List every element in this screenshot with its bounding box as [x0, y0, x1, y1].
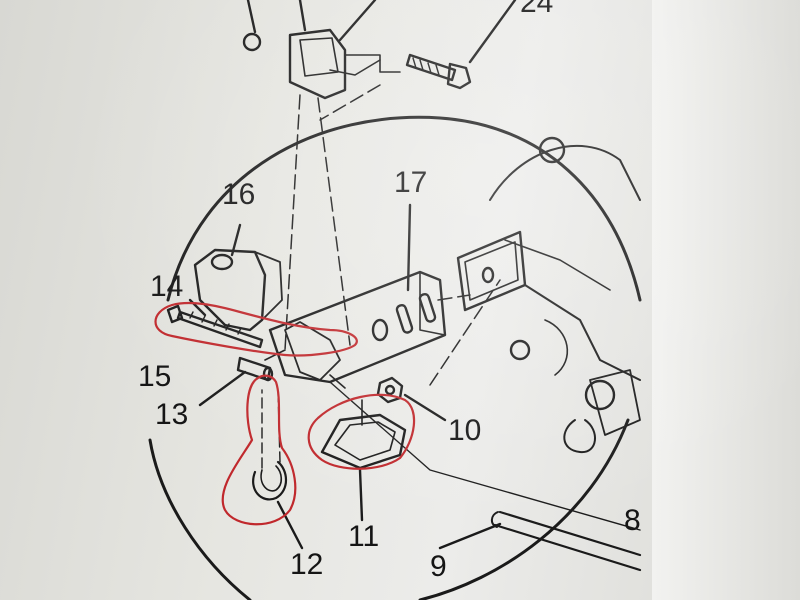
rod-9: [329, 381, 642, 572]
callout-17: 17: [394, 166, 428, 199]
frame-crossmember: [456, 136, 641, 454]
callout-14: 14: [150, 270, 184, 303]
alignment-lines: [284, 84, 501, 386]
bolt-24: [405, 0, 517, 90]
callout-24: 24: [520, 0, 554, 19]
frame-bracket-17: [268, 203, 447, 384]
callout-11: 11: [348, 520, 380, 553]
annotation-loop-shackle: [221, 374, 297, 526]
annotation-loop-cushion: [307, 393, 416, 470]
nut-10: [376, 376, 447, 422]
callout-9: 9: [430, 550, 447, 583]
callout-15: 15: [138, 360, 172, 393]
callout-10: 10: [448, 414, 482, 447]
bracket-16: [193, 223, 283, 332]
upper-bracket-assembly: [242, 0, 401, 100]
screen-bezel-edge: [652, 0, 800, 600]
annotation-loop-bolt: [154, 301, 358, 357]
callout-13: 13: [155, 398, 189, 431]
callout-12: 12: [290, 548, 324, 581]
callout-16: 16: [222, 178, 256, 211]
callout-8: 8: [624, 504, 641, 537]
pin-13: [198, 356, 274, 407]
bolt-14: [166, 298, 264, 349]
red-annotations: [154, 301, 416, 526]
cushion-11: [320, 399, 407, 522]
